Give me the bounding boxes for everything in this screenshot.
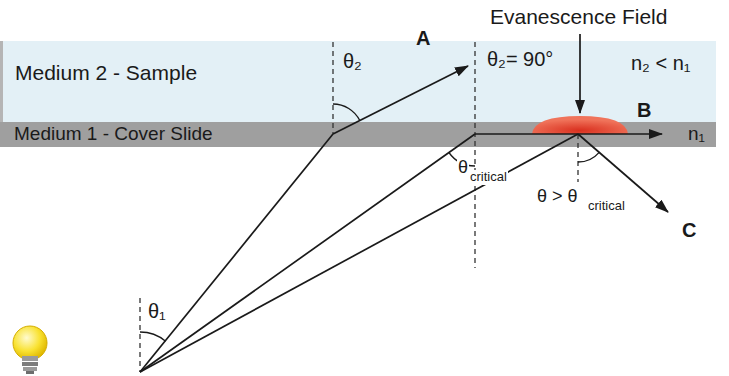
incident-ray (140, 134, 475, 372)
bulb-glass (13, 326, 47, 360)
light-rays (140, 34, 668, 372)
angle-arc (333, 104, 360, 121)
incident-ray (140, 134, 578, 372)
medium-name: Medium 1 - Cover Slide (14, 123, 213, 145)
bulb-base (23, 367, 37, 371)
light-bulb (13, 326, 47, 374)
angle-subscript: critical (588, 199, 625, 214)
ray-letter: A (416, 27, 430, 50)
angle-arcs (140, 104, 599, 341)
normal-lines (140, 42, 578, 372)
pointer-arrow (579, 34, 581, 113)
refractive-index: n₂ < n₁ (631, 52, 691, 75)
bulb-base (22, 356, 38, 361)
normal-line (577, 134, 578, 182)
evanescent-field (532, 116, 628, 134)
ray-letter: B (637, 99, 651, 122)
ray-letter: C (682, 219, 696, 242)
critical-ray (475, 133, 662, 135)
medium-name: Medium 2 - Sample (15, 61, 197, 85)
field-label: Evanescence Field (490, 5, 667, 29)
angle-arc (578, 152, 599, 162)
angle-label: θ (457, 157, 469, 178)
normal-line (474, 42, 475, 268)
angle-label: θ₂ (343, 50, 362, 73)
normal-line (139, 298, 140, 372)
refractive-index: n₁ (688, 123, 705, 145)
bulb-base (26, 371, 34, 374)
angle-subscript: critical (469, 170, 508, 185)
angle-arc (140, 332, 166, 341)
angle-label: θ₂= 90° (487, 48, 553, 71)
angle-label: θ > θ (537, 186, 578, 207)
normal-line (332, 42, 333, 134)
bulb-base (22, 362, 38, 366)
incident-ray (140, 134, 333, 372)
field-blob (532, 116, 628, 134)
refracted-ray (333, 66, 468, 134)
angle-label: θ₁ (148, 300, 166, 323)
